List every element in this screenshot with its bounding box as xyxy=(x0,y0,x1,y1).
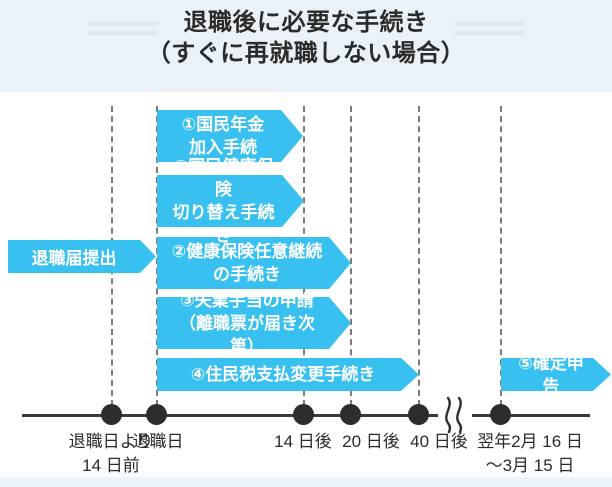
procedure-label-6: ⑤確定申告 xyxy=(518,353,584,396)
bar-arrow-tip-icon xyxy=(401,358,419,391)
timeline-dot-5[interactable] xyxy=(408,404,429,425)
tag-body xyxy=(8,240,140,273)
timeline-dot-1[interactable] xyxy=(101,404,122,425)
procedure-bar-1[interactable]: ①国民年金 加入手続 xyxy=(157,110,303,162)
tick-label-1: 退職日より 14 日前 xyxy=(68,432,154,475)
procedure-bar-4[interactable]: ③失業手当の申請 （離職票が届き次第） xyxy=(157,290,351,356)
bar-body xyxy=(157,297,329,349)
bar-arrow-tip-icon xyxy=(593,358,611,391)
procedure-bar-2[interactable]: ②国民健康保険 切り替え手続き xyxy=(157,157,304,245)
bar-body xyxy=(501,358,593,391)
bar-body xyxy=(157,237,329,289)
guide-line-翌年2月 xyxy=(500,106,502,406)
timeline-dot-2[interactable] xyxy=(146,404,167,425)
guide-line-40日後 xyxy=(418,106,420,406)
timeline-dot-4[interactable] xyxy=(340,404,361,425)
bar-arrow-tip-icon xyxy=(282,175,304,227)
page-title: 退職後に必要な手続き （すぐに再就職しない場合） xyxy=(146,9,466,67)
title-ornament-left-icon xyxy=(88,22,158,38)
procedure-label-1: ①国民年金 加入手続 xyxy=(181,115,265,157)
procedure-bar-5[interactable]: ④住民税支払変更手続き xyxy=(157,358,419,391)
title-ornament-right-icon xyxy=(454,22,524,38)
tick-label-6: 翌年2月 16 日 ～3月 15 日 xyxy=(477,432,583,475)
bar-arrow-tip-icon xyxy=(329,237,351,289)
tick-label-4: 20 日後 xyxy=(342,432,400,451)
tick-label-5: 40 日後 xyxy=(410,432,468,451)
bar-arrow-tip-icon xyxy=(329,297,351,349)
tick-label-2: 退職日 xyxy=(132,432,184,451)
procedure-label-2: ②国民健康保険 切り替え手続き xyxy=(172,157,275,245)
tag-resignation-submission[interactable]: 退職届提出 xyxy=(8,240,156,273)
tick-label-3: 14 日後 xyxy=(274,432,332,451)
footer-strip xyxy=(0,477,612,487)
bar-arrow-tip-icon xyxy=(281,110,303,162)
timeline-dot-6[interactable] xyxy=(490,404,511,425)
axis-break-icon xyxy=(438,395,472,435)
bar-body xyxy=(157,358,401,391)
procedure-label-4: ③失業手当の申請 （離職票が届き次第） xyxy=(179,290,315,356)
bar-body xyxy=(157,175,282,227)
procedure-label-5: ④住民税支払変更手続き xyxy=(190,365,376,384)
bar-body xyxy=(157,110,281,162)
timeline-dot-3[interactable] xyxy=(293,404,314,425)
tag-arrow-tip-icon xyxy=(140,240,156,273)
procedure-bar-3[interactable]: ②健康保険任意継続 の手続き xyxy=(157,237,351,289)
guide-line-20日後 xyxy=(350,106,352,406)
tag-label: 退職届提出 xyxy=(31,249,117,268)
timeline-board: 退職届提出 ①国民年金 加入手続 ②国民健康保険 切り替え手続き ②健康保険任意… xyxy=(0,92,612,477)
header-band: 退職後に必要な手続き （すぐに再就職しない場合） xyxy=(0,0,612,92)
procedure-bar-6[interactable]: ⑤確定申告 xyxy=(501,353,611,396)
procedure-label-3: ②健康保険任意継続 の手続き xyxy=(171,242,323,284)
